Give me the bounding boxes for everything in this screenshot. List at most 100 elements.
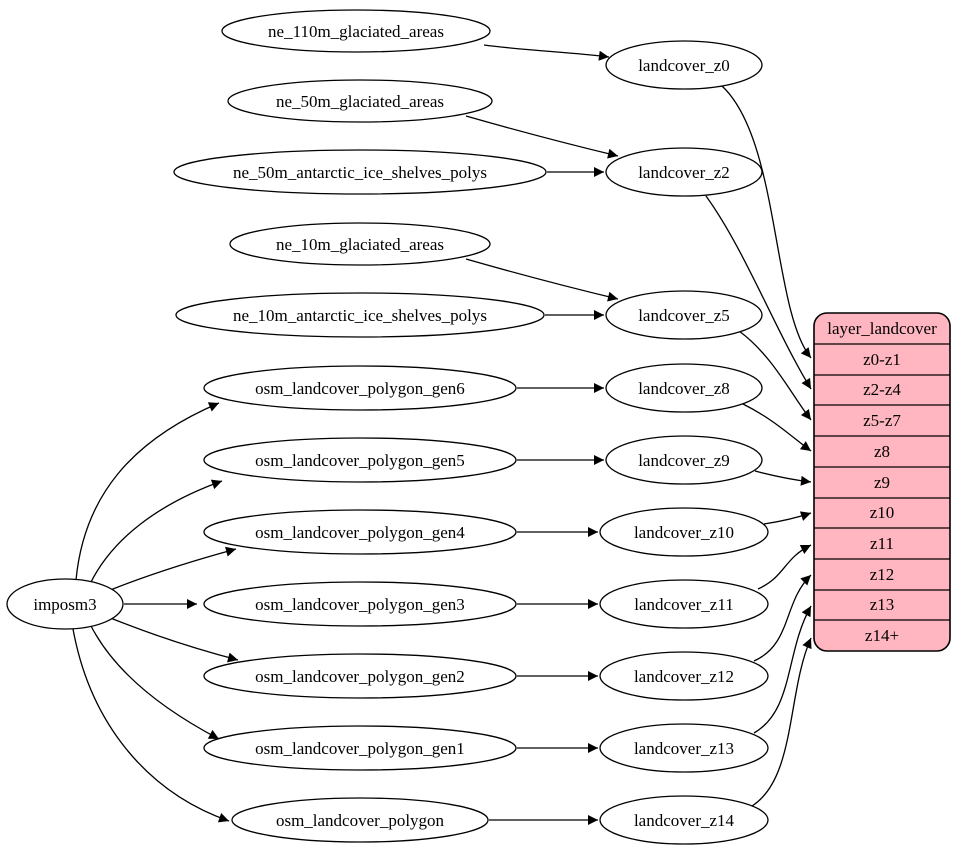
node-label: landcover_z2 bbox=[638, 163, 730, 182]
node-landcover-z10: landcover_z10 bbox=[599, 507, 769, 557]
node-label: landcover_z9 bbox=[638, 451, 730, 470]
node-label: osm_landcover_polygon_gen6 bbox=[255, 379, 465, 398]
record-row-z2-z4: z2-z4 bbox=[863, 380, 901, 399]
node-osm-landcover-polygon-gen5: osm_landcover_polygon_gen5 bbox=[203, 437, 517, 483]
node-ellipse bbox=[605, 40, 763, 90]
edge-landcover-z5-to-row-z5-z7 bbox=[738, 330, 812, 421]
node-ellipse bbox=[605, 363, 763, 413]
node-label: landcover_z12 bbox=[634, 667, 734, 686]
node-ellipse bbox=[599, 579, 769, 629]
node-label: osm_landcover_polygon_gen4 bbox=[255, 523, 465, 542]
node-label: ne_50m_glaciated_areas bbox=[276, 92, 444, 111]
edge-imposm3-to-gen1 bbox=[89, 623, 220, 740]
edge-landcover-z9-to-row-z9 bbox=[754, 470, 812, 486]
node-ellipse bbox=[203, 725, 517, 771]
node-ellipse bbox=[227, 79, 493, 123]
node-ne-50m-antarctic-ice-shelves-polys: ne_50m_antarctic_ice_shelves_polys bbox=[173, 149, 547, 195]
node-ellipse bbox=[231, 797, 489, 843]
node-label: landcover_z10 bbox=[634, 523, 734, 542]
record-row-z12: z12 bbox=[870, 565, 895, 584]
edge-landcover-z0-to-row-z0-z1 bbox=[721, 85, 812, 359]
node-label: ne_110m_glaciated_areas bbox=[268, 22, 444, 41]
node-label: landcover_z5 bbox=[638, 306, 730, 325]
edge-landcover-z12-to-row-z12 bbox=[753, 574, 812, 662]
edge-landcover-z11-to-row-z11 bbox=[757, 544, 812, 590]
node-landcover-z14: landcover_z14 bbox=[599, 795, 769, 845]
node-ellipse bbox=[599, 795, 769, 845]
edge-imposm3-to-gen5 bbox=[89, 479, 223, 585]
edge-landcover-z8-to-row-z8 bbox=[742, 403, 812, 452]
node-ne-10m-antarctic-ice-shelves-polys: ne_10m_antarctic_ice_shelves_polys bbox=[175, 292, 545, 338]
node-label: osm_landcover_polygon bbox=[276, 811, 445, 830]
node-ellipse bbox=[605, 435, 763, 485]
node-landcover-z9: landcover_z9 bbox=[605, 435, 763, 485]
edge-ne50m-glaciated-to-landcover-z2 bbox=[465, 115, 619, 159]
node-osm-landcover-polygon: osm_landcover_polygon bbox=[231, 797, 489, 843]
record-row-z10: z10 bbox=[870, 503, 895, 522]
node-ellipse bbox=[203, 365, 517, 411]
node-ellipse bbox=[203, 653, 517, 699]
edge-landcover-z2-to-row-z2-z4 bbox=[705, 195, 812, 390]
node-osm-landcover-polygon-gen2: osm_landcover_polygon_gen2 bbox=[203, 653, 517, 699]
edge-imposm3-to-gen4 bbox=[107, 546, 237, 592]
edge-ne10m-glaciated-to-landcover-z5 bbox=[465, 258, 619, 302]
edge-imposm3-to-gen6 bbox=[75, 402, 220, 581]
node-ne-50m-glaciated-areas: ne_50m_glaciated_areas bbox=[227, 79, 493, 123]
node-osm-landcover-polygon-gen6: osm_landcover_polygon_gen6 bbox=[203, 365, 517, 411]
record-row-z14plus: z14+ bbox=[865, 626, 899, 645]
node-ellipse bbox=[599, 651, 769, 701]
node-landcover-z8: landcover_z8 bbox=[605, 363, 763, 413]
node-ellipse bbox=[175, 292, 545, 338]
node-landcover-z13: landcover_z13 bbox=[599, 723, 769, 773]
node-label: landcover_z11 bbox=[634, 595, 733, 614]
record-row-z8: z8 bbox=[874, 442, 890, 461]
node-landcover-z11: landcover_z11 bbox=[599, 579, 769, 629]
node-ellipse bbox=[605, 147, 763, 197]
node-ellipse bbox=[599, 723, 769, 773]
node-landcover-z0: landcover_z0 bbox=[605, 40, 763, 90]
record-row-z11: z11 bbox=[870, 534, 894, 553]
edge-imposm3-to-polygon bbox=[72, 628, 230, 823]
node-ellipse bbox=[605, 290, 763, 340]
node-ne-10m-glaciated-areas: ne_10m_glaciated_areas bbox=[229, 222, 491, 266]
node-label: landcover_z8 bbox=[638, 379, 730, 398]
node-ellipse bbox=[229, 222, 491, 266]
node-landcover-z5: landcover_z5 bbox=[605, 290, 763, 340]
node-ellipse bbox=[599, 507, 769, 557]
record-outline bbox=[813, 312, 951, 652]
node-ellipse bbox=[173, 149, 547, 195]
node-osm-landcover-polygon-gen4: osm_landcover_polygon_gen4 bbox=[203, 509, 517, 555]
edge-landcover-z10-to-row-z10 bbox=[763, 511, 812, 525]
node-ellipse bbox=[203, 581, 517, 627]
node-label: landcover_z13 bbox=[634, 739, 734, 758]
node-label: osm_landcover_polygon_gen5 bbox=[255, 451, 465, 470]
node-landcover-z2: landcover_z2 bbox=[605, 147, 763, 197]
edge-layer bbox=[72, 44, 812, 825]
node-layer-landcover: layer_landcover z0-z1 z2-z4 z5-z7 z8 z9 … bbox=[813, 312, 951, 652]
node-osm-landcover-polygon-gen1: osm_landcover_polygon_gen1 bbox=[203, 725, 517, 771]
node-ne-110m-glaciated-areas: ne_110m_glaciated_areas bbox=[221, 9, 491, 53]
node-label: ne_50m_antarctic_ice_shelves_polys bbox=[233, 163, 487, 182]
node-label: osm_landcover_polygon_gen1 bbox=[255, 739, 465, 758]
record-row-z13: z13 bbox=[870, 595, 895, 614]
node-ellipse bbox=[203, 509, 517, 555]
record-row-z0-z1: z0-z1 bbox=[863, 350, 901, 369]
node-ellipse bbox=[203, 437, 517, 483]
node-label: imposm3 bbox=[33, 595, 96, 614]
node-label: ne_10m_antarctic_ice_shelves_polys bbox=[233, 306, 487, 325]
record-row-z5-z7: z5-z7 bbox=[863, 411, 901, 430]
node-landcover-z12: landcover_z12 bbox=[599, 651, 769, 701]
node-ellipse bbox=[6, 578, 124, 630]
node-label: landcover_z14 bbox=[634, 811, 735, 830]
record-row-z9: z9 bbox=[874, 473, 890, 492]
node-label: osm_landcover_polygon_gen3 bbox=[255, 595, 465, 614]
node-ellipse bbox=[221, 9, 491, 53]
node-label: osm_landcover_polygon_gen2 bbox=[255, 667, 465, 686]
edge-imposm3-to-gen2 bbox=[107, 616, 239, 663]
edge-ne110m-glaciated-to-landcover-z0 bbox=[483, 44, 610, 61]
node-label: ne_10m_glaciated_areas bbox=[276, 235, 444, 254]
edge-landcover-z13-to-row-z13 bbox=[753, 605, 812, 734]
node-label: landcover_z0 bbox=[638, 56, 730, 75]
